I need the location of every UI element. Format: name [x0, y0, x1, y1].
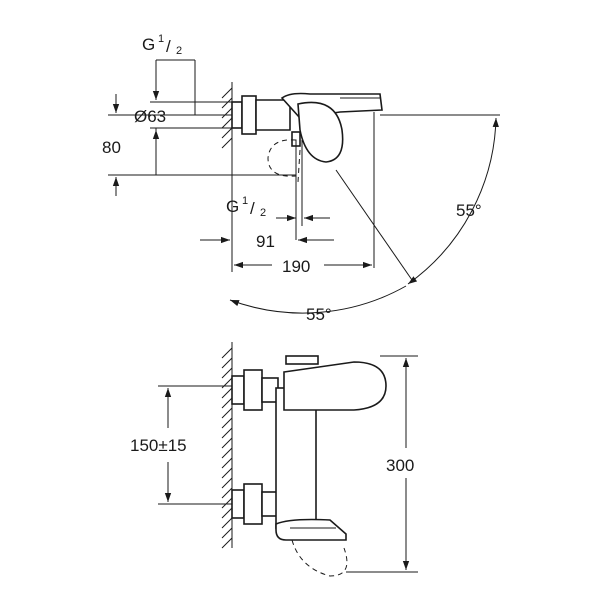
mixer-front-body [231, 355, 387, 577]
thread-slash: / [166, 37, 171, 56]
dim-center: 150±15 [130, 436, 187, 455]
thread-den: 2 [176, 45, 182, 57]
diameter-label: Ø63 [134, 107, 166, 126]
mixer-top-body [231, 92, 383, 183]
angle-bottom: 55° [306, 305, 332, 324]
front-wall [221, 342, 233, 549]
thread-label-bottom: G 1 / 2 [226, 195, 266, 219]
thread-g-2: G [226, 197, 239, 216]
top-wall [221, 82, 233, 155]
thread-g: G [142, 35, 155, 54]
thread-den-2: 2 [260, 207, 266, 219]
front-view: 150±15 300 [130, 342, 418, 577]
dim-91: 91 [256, 232, 275, 251]
thread-label-top: G 1 / 2 [142, 33, 182, 57]
thread-num-2: 1 [242, 195, 248, 207]
thread-num: 1 [158, 33, 164, 45]
dim-height: 300 [386, 456, 414, 475]
thread-slash-2: / [250, 199, 255, 218]
dim-190: 190 [282, 257, 310, 276]
top-view: G 1 / 2 Ø63 80 G 1 / 2 91 190 [102, 33, 500, 324]
angle-right: 55° [456, 201, 482, 220]
depth-label: 80 [102, 138, 121, 157]
